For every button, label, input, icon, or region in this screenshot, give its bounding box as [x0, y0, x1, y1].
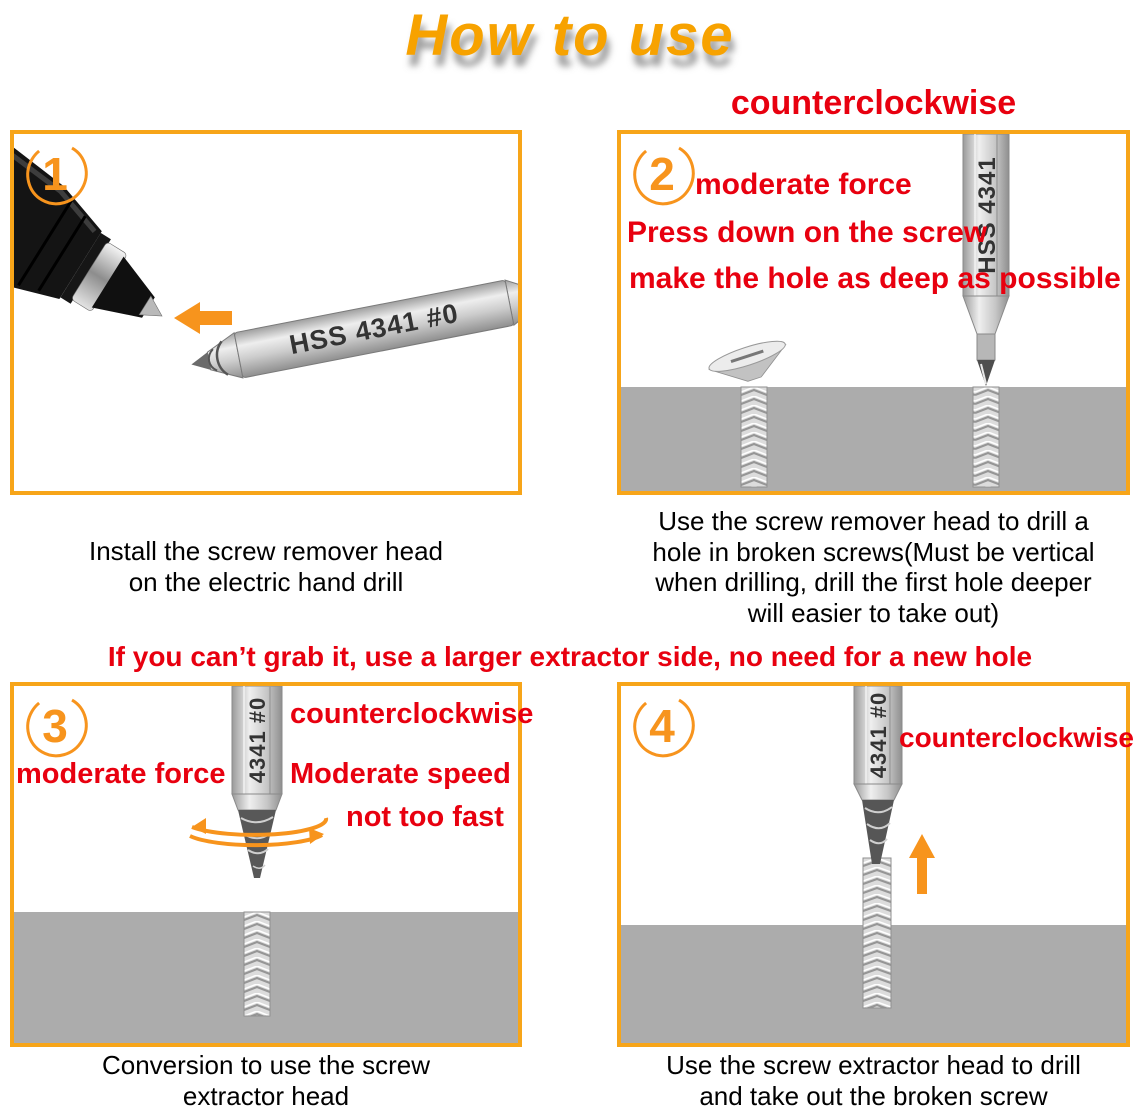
rotation-arrows-icon [189, 817, 329, 848]
chuck-tip [138, 295, 163, 317]
note-deep-hole: make the hole as deep as possible [629, 262, 1121, 295]
bit-label: 4341 #0 [866, 692, 891, 779]
step-2-caption: Use the screw remover head to drill a ho… [652, 506, 1095, 629]
step-4-panel: 4 [617, 682, 1134, 1047]
remover-bit-vertical: HSS 4341 [962, 134, 1010, 386]
pull-up-arrow-icon [909, 834, 935, 894]
step-4-caption: Use the screw extractor head to drill an… [666, 1050, 1081, 1108]
step-number: 2 [649, 148, 675, 200]
step-4-badge: 4 [633, 694, 695, 758]
drill-chuck [14, 137, 163, 318]
broken-screw-shank-right [972, 386, 1000, 488]
note-larger-extractor: If you can’t grab it, use a larger extra… [107, 641, 1033, 672]
double-ended-extractor-bit: HSS 4341 #0 [191, 279, 518, 379]
step-3-caption: Conversion to use the screw extractor he… [101, 1050, 431, 1108]
step-number: 4 [649, 700, 675, 752]
note-moderate-speed: Moderate speed [290, 758, 511, 790]
step-1-panel: 1 [10, 130, 522, 495]
extractor-bit-vertical: 4341 #0 [853, 686, 903, 864]
note-counterclockwise: counterclockwise [899, 722, 1134, 753]
extracted-screw-shank [862, 857, 892, 1009]
material-slab [621, 387, 1126, 491]
page-title: How to use [405, 3, 735, 68]
extractor-rotation-illustration: 4341 #0 [14, 686, 518, 1043]
broken-screw-head [708, 340, 787, 382]
note-moderate-force: moderate force [695, 168, 912, 201]
note-counterclockwise: counterclockwise [290, 698, 534, 730]
broken-screw-shank [243, 911, 271, 1017]
step-ring [633, 142, 695, 206]
step-2-badge: 2 [633, 142, 695, 206]
note-counterclockwise-top: counterclockwise [730, 84, 1017, 122]
broken-screw-shank-left [740, 386, 768, 488]
install-bit-illustration: HSS 4341 #0 [14, 137, 518, 379]
step-ring [26, 142, 88, 206]
step-3-badge: 3 [26, 694, 88, 758]
extractor-bit-vertical: 4341 #0 [231, 686, 283, 878]
step-1-caption: Install the screw remover head on the el… [88, 536, 444, 597]
extraction-illustration: 4341 #0 [621, 686, 1126, 1043]
step-2-panel: 2 [617, 130, 1130, 495]
note-not-too-fast: not too fast [346, 801, 504, 833]
insert-arrow-icon [174, 302, 232, 334]
bit-label: HSS 4341 [974, 156, 1001, 273]
drilling-illustration: HSS 4341 [621, 134, 1126, 491]
step-number: 1 [42, 148, 68, 200]
note-moderate-force: moderate force [16, 758, 226, 790]
step-number: 3 [42, 700, 68, 752]
step-3-panel: 3 [10, 682, 533, 1047]
step-1-badge: 1 [26, 142, 88, 206]
note-press-down: Press down on the screw [627, 216, 988, 249]
bit-label: 4341 #0 [245, 697, 270, 784]
